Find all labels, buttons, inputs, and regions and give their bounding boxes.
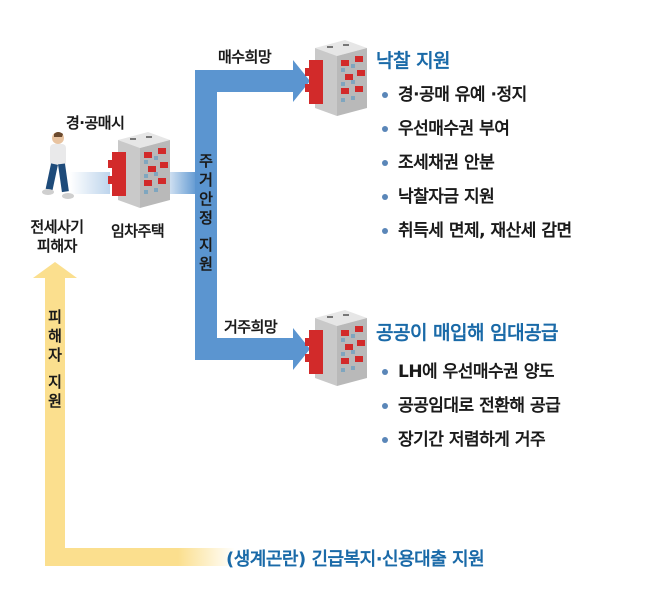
bullet-dot-icon: [382, 92, 388, 98]
bullet-dot-icon: [382, 126, 388, 132]
victim-label-line2: 피해자: [37, 237, 77, 255]
list-item: 조세채권 안분: [380, 146, 572, 180]
rental-house-label: 임차주택: [111, 222, 165, 240]
bullet-dot-icon: [382, 160, 388, 166]
victim-support-label: 피 해 자 지 원: [45, 308, 65, 411]
victim-support-char: 피: [48, 308, 62, 326]
list-item: LH에 우선매수권 양도: [380, 355, 560, 389]
bullet-dot-icon: [382, 228, 388, 234]
purchase-building-icon: [305, 40, 367, 116]
purchase-branch-list: 경·공매 유예 ·정지 우선매수권 부여 조세채권 안분 낙찰자금 지원 취득세…: [380, 78, 572, 248]
bullet-dot-icon: [382, 403, 388, 409]
list-item-text: 낙찰자금 지원: [398, 187, 495, 207]
spacer: [45, 365, 65, 373]
victim-support-char: 원: [48, 392, 62, 410]
list-item-text: 취득세 면제, 재산세 감면: [398, 221, 572, 241]
residence-branch-list: LH에 우선매수권 양도 공공임대로 전환해 공급 장기간 저렴하게 거주: [380, 355, 561, 457]
main-arrow-char: 거: [199, 171, 213, 189]
main-arrow-char: 지: [199, 236, 213, 254]
rental-house-building-icon: [108, 132, 170, 208]
list-item: 우선매수권 부여: [380, 112, 572, 146]
list-item-text: 경·공매 유예 ·정지: [398, 85, 527, 105]
bullet-dot-icon: [382, 437, 388, 443]
spacer: [196, 228, 216, 236]
victim-support-char: 자: [48, 346, 62, 364]
purchase-branch-title: 낙찰 지원: [376, 50, 451, 72]
victim-label: 전세사기 피해자: [22, 218, 92, 256]
purchase-arrow-label: 매수희망: [218, 48, 272, 66]
victim-support-char: 지: [48, 373, 62, 391]
person-walking-icon: [42, 132, 74, 199]
main-arrow-char: 안: [199, 190, 213, 208]
list-item: 경·공매 유예 ·정지: [380, 78, 572, 112]
list-item-text: 장기간 저렴하게 거주: [398, 430, 546, 450]
list-item: 취득세 면제, 재산세 감면: [380, 214, 572, 248]
main-arrow-char: 정: [199, 209, 213, 227]
list-item: 장기간 저렴하게 거주: [380, 423, 560, 457]
list-item: 공공임대로 전환해 공급: [380, 389, 561, 423]
list-item-text: LH에 우선매수권 양도: [398, 362, 555, 382]
main-arrow-char: 주: [199, 152, 213, 170]
list-item-text: 공공임대로 전환해 공급: [398, 396, 561, 416]
main-arrow-label: 주 거 안 정 지 원: [196, 152, 216, 274]
residence-arrow-label: 거주희망: [224, 318, 278, 336]
list-item: 낙찰자금 지원: [380, 180, 572, 214]
main-arrow-char: 원: [199, 255, 213, 273]
residence-building-icon: [305, 310, 367, 386]
list-item-text: 조세채권 안분: [398, 153, 495, 173]
bottom-support-text: (생계곤란) 긴급복지·신용대출 지원: [226, 549, 485, 570]
bullet-dot-icon: [382, 369, 388, 375]
list-item-text: 우선매수권 부여: [398, 119, 510, 139]
residence-branch-title: 공공이 매입해 임대공급: [376, 322, 559, 344]
auction-label: 경·공매시: [66, 114, 125, 132]
bullet-dot-icon: [382, 194, 388, 200]
victim-label-line1: 전세사기: [30, 218, 84, 236]
victim-support-char: 해: [48, 327, 62, 345]
